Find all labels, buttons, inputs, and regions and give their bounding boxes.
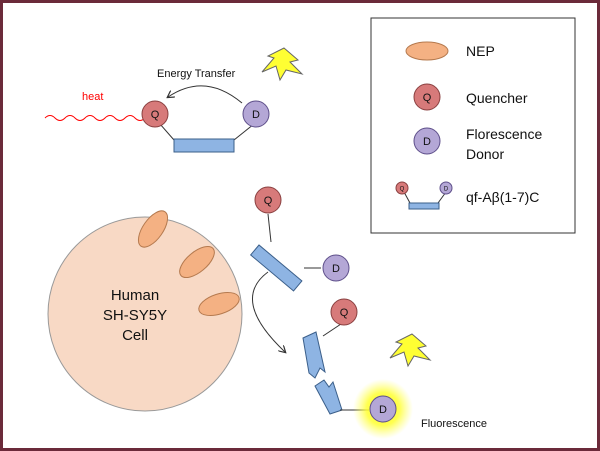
peptide-fragment-bottom — [314, 379, 343, 415]
peptide-fragment-top — [302, 331, 326, 379]
legend-donor-label-line1: Florescence — [466, 126, 542, 142]
cleaved-peptide: Q D Fluorescence — [302, 298, 487, 439]
heat-label: heat — [82, 91, 103, 103]
legend-donor-label-line2: Donor — [466, 146, 504, 162]
cleavage-arrow — [252, 271, 285, 352]
donor-circle — [322, 254, 350, 282]
legend-box — [370, 17, 576, 234]
nep-enzyme — [137, 210, 169, 248]
donor-letter: D — [332, 263, 340, 275]
connector-line — [267, 213, 272, 243]
quencher-letter: Q — [264, 195, 273, 207]
legend-nep-label: NEP — [466, 43, 495, 59]
quencher-letter: Q — [340, 307, 349, 319]
legend: NEP Q Quencher D Florescence Donor Q D q… — [370, 17, 576, 234]
cell-label-line1: Human — [111, 287, 159, 304]
fluorescence-label: Fluorescence — [421, 418, 487, 430]
peptide-bar — [173, 138, 235, 153]
donor-circle — [369, 395, 397, 423]
energy-transfer-label: Energy Transfer — [157, 68, 236, 80]
legend-nep-icon — [405, 41, 449, 61]
quencher-letter: Q — [151, 109, 160, 121]
legend-quencher-icon — [413, 83, 441, 111]
legend-quencher-letter: Q — [423, 92, 432, 104]
connector-line — [159, 123, 175, 141]
legend-quencher-label: Quencher — [466, 90, 528, 106]
quencher-circle — [141, 100, 169, 128]
heat-wave — [44, 115, 146, 121]
quencher-circle — [254, 186, 282, 214]
legend-donor-icon — [413, 127, 441, 155]
legend-peptide-icon: Q D — [395, 181, 453, 210]
donor-letter: D — [379, 404, 387, 416]
legend-donor-letter: D — [423, 136, 431, 148]
peptide-bar — [249, 244, 303, 292]
legend-peptide-q-letter: Q — [400, 187, 405, 193]
quencher-circle — [330, 298, 358, 326]
nep-enzyme — [198, 291, 240, 317]
legend-peptide-d-letter: D — [444, 187, 449, 193]
donor-circle — [242, 100, 270, 128]
top-fret-diagram: heat Energy Transfer Q D — [44, 47, 304, 153]
connector-line — [233, 123, 255, 141]
lightning-bolt-icon — [389, 333, 432, 368]
intact-peptide: Q D — [249, 186, 350, 292]
cell-label-line2: SH-SY5Y — [103, 307, 167, 324]
cell-label-line3: Cell — [122, 327, 148, 344]
donor-letter: D — [252, 109, 260, 121]
nep-enzyme — [179, 245, 215, 279]
connector-line — [322, 323, 342, 337]
legend-peptide-label: qf-Aβ(1-7)C — [466, 189, 539, 205]
energy-transfer-arrow — [168, 85, 243, 104]
lightning-bolt-icon — [261, 47, 304, 82]
cell-group: Human SH-SY5Y Cell — [47, 210, 243, 412]
